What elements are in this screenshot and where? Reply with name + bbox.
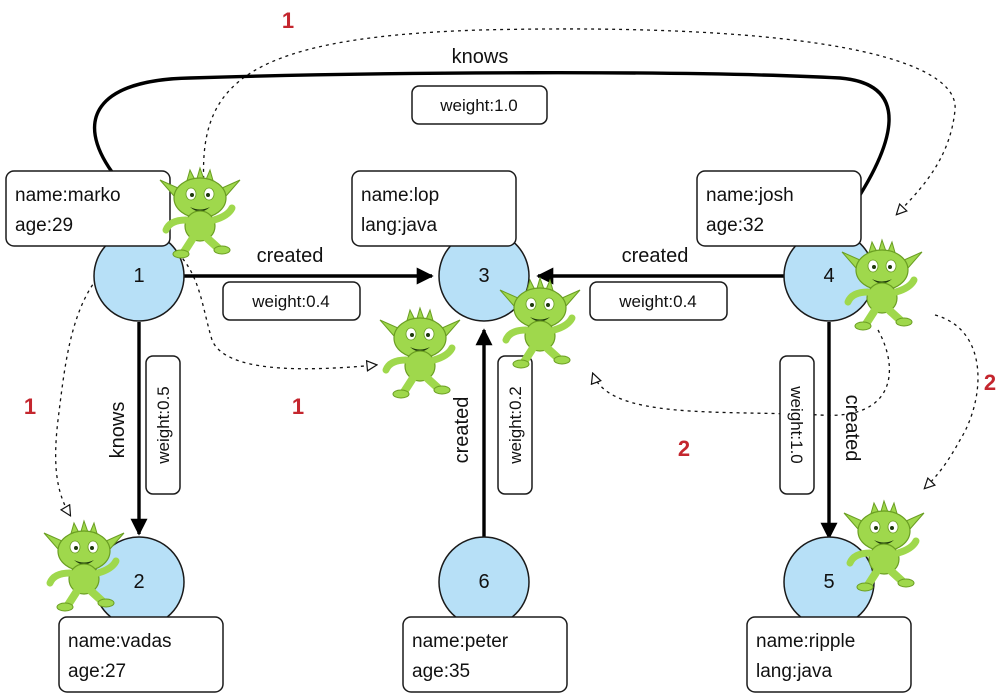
vertex-properties [746, 616, 912, 693]
edge-label: created [257, 245, 324, 267]
edge-label: created [841, 395, 863, 462]
edge-label: knows [107, 402, 129, 459]
weight-box [497, 355, 533, 495]
vertex-properties [696, 170, 862, 247]
edge-label: created [451, 397, 473, 464]
edge-weight: weight:1.0 [787, 385, 806, 464]
property-lang: lang:java [361, 215, 437, 236]
edge-label: created [622, 245, 689, 267]
weight-box [779, 355, 815, 495]
weight-box [222, 281, 361, 321]
traversal-path [161, 239, 376, 369]
edge-weight: weight:0.4 [618, 292, 697, 311]
edge-weight: weight:1.0 [439, 96, 518, 115]
edge-weight: weight:0.4 [251, 292, 330, 311]
vertex-id: 5 [823, 571, 834, 593]
property-age: age:32 [706, 215, 764, 236]
property-name: name:vadas [68, 631, 172, 652]
property-name: name:ripple [756, 631, 855, 652]
vertex-id: 3 [478, 265, 489, 287]
traversal-step-label: 1 [292, 394, 304, 419]
edge-knows-1-4 [92, 71, 891, 224]
vertex-id: 4 [823, 265, 834, 287]
edge-label: knows [452, 46, 509, 68]
property-age: age:29 [15, 215, 73, 236]
traversal-path [925, 314, 979, 488]
traversal-step-label: 1 [24, 394, 36, 419]
traversal-step-label: 1 [282, 8, 294, 33]
traversal-step-label: 2 [984, 370, 996, 395]
vertex-properties [402, 616, 568, 693]
gremlin-mascot-icon [380, 308, 460, 398]
edge-weight: weight:0.2 [506, 386, 525, 465]
property-name: name:lop [361, 185, 439, 206]
weight-box [411, 85, 548, 125]
weight-box [145, 355, 181, 495]
vertex-properties [5, 170, 171, 247]
property-name: name:marko [15, 185, 121, 206]
property-lang: lang:java [756, 661, 832, 682]
vertex-properties [58, 616, 224, 693]
vertex-id: 6 [478, 571, 489, 593]
property-name: name:peter [412, 631, 509, 652]
vertex-id: 1 [133, 265, 144, 287]
property-name: name:josh [706, 185, 794, 206]
traversal-path [593, 329, 890, 416]
property-age: age:27 [68, 661, 126, 682]
weight-box [589, 281, 728, 321]
vertex-properties [351, 170, 517, 247]
traversal-step-label: 2 [678, 436, 690, 461]
edge-weight: weight:0.5 [154, 386, 173, 465]
property-age: age:35 [412, 661, 470, 682]
vertex-id: 2 [133, 571, 144, 593]
